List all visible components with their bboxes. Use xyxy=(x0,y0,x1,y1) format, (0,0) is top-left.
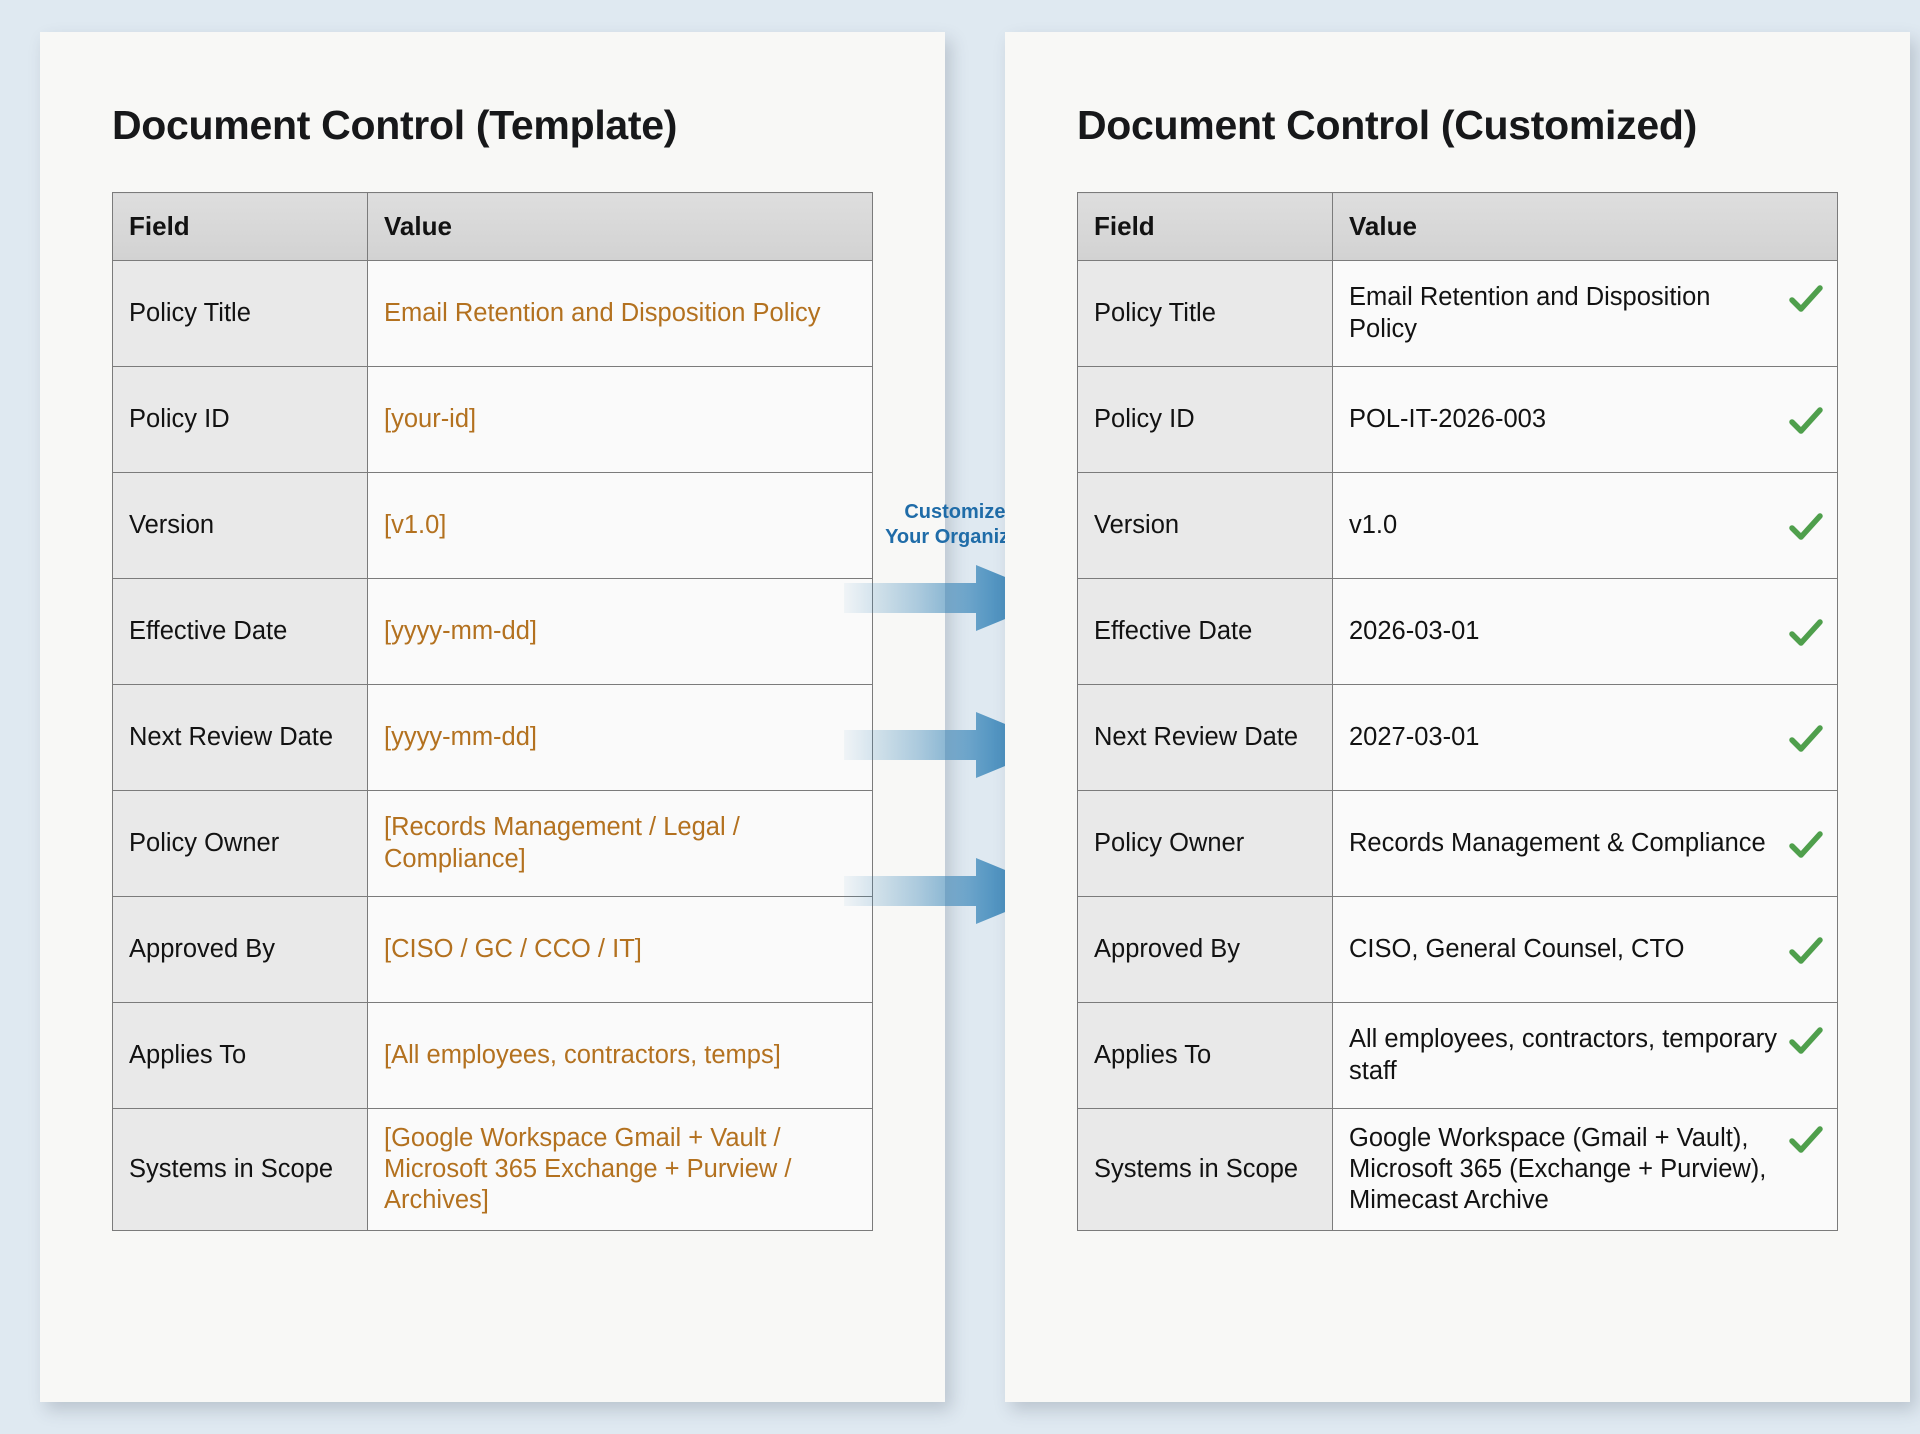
check-icon xyxy=(1789,1027,1823,1055)
cell-field: Applies To xyxy=(112,1002,368,1109)
cell-value: [yyyy-mm-dd] xyxy=(367,684,873,791)
cell-value: [Records Management / Legal / Compliance… xyxy=(367,790,873,897)
page-title-template: Document Control (Template) xyxy=(112,102,678,148)
table-row: Next Review Date [yyyy-mm-dd] xyxy=(112,684,873,791)
check-icon xyxy=(1789,406,1823,434)
cell-field: Next Review Date xyxy=(112,684,368,791)
placeholder-value: [your-id] xyxy=(384,404,477,433)
cell-field: Policy Title xyxy=(1077,260,1333,367)
table-row: Policy Owner Records Management & Complia… xyxy=(1077,790,1838,897)
table-body: Policy Title Email Retention and Disposit… xyxy=(112,260,873,1232)
template-card: Document Control (Template) Field Value … xyxy=(40,32,945,1402)
placeholder-value: [CISO / GC / CCO / IT] xyxy=(384,934,642,963)
table-row: Approved By [CISO / GC / CCO / IT] xyxy=(112,896,873,1003)
cell-value: [your-id] xyxy=(367,366,873,473)
cell-value: Records Management & Compliance xyxy=(1332,790,1838,897)
cell-value: 2027-03-01 xyxy=(1332,684,1838,791)
table-row: Policy ID [your-id] xyxy=(112,366,873,473)
table-row: Effective Date [yyyy-mm-dd] xyxy=(112,578,873,685)
placeholder-value: [All employees, contractors, temps] xyxy=(384,1040,781,1069)
value-text: Google Workspace (Gmail + Vault), Micros… xyxy=(1349,1124,1767,1215)
page-title-customized: Document Control (Customized) xyxy=(1077,102,1697,148)
document-control-customized-table: Field Value Policy Title Email Retention … xyxy=(1077,192,1838,1232)
table-row: Policy Title Email Retention and Disposit… xyxy=(1077,260,1838,367)
check-icon xyxy=(1789,512,1823,540)
table-header-row: Field Value xyxy=(1077,192,1838,261)
check-icon xyxy=(1789,1126,1823,1153)
cell-field: Policy ID xyxy=(1077,366,1333,473)
cell-field: Version xyxy=(112,472,368,579)
cell-value: Email Retention and Disposition Policy xyxy=(367,260,873,367)
cell-value: Email Retention and Disposition Policy xyxy=(1332,260,1838,367)
cell-value: Google Workspace (Gmail + Vault), Micros… xyxy=(1332,1107,1838,1232)
check-icon xyxy=(1789,618,1823,646)
cell-field: Effective Date xyxy=(1077,578,1333,685)
cell-field: Approved By xyxy=(1077,896,1333,1003)
table-row: Applies To All employees, contractors, te… xyxy=(1077,1002,1838,1109)
table-row: Version v1.0 xyxy=(1077,472,1838,579)
cell-value: [Google Workspace Gmail + Vault / Micros… xyxy=(367,1107,873,1232)
value-text: CISO, General Counsel, CTO xyxy=(1349,934,1685,963)
customized-card: Document Control (Customized) Field Valu… xyxy=(1005,32,1910,1402)
cell-field: Systems in Scope xyxy=(1077,1107,1333,1232)
cell-field: Policy Owner xyxy=(112,790,368,897)
column-header-value: Value xyxy=(1332,192,1838,261)
cell-field: Next Review Date xyxy=(1077,684,1333,791)
table-body: Policy Title Email Retention and Disposit… xyxy=(1077,260,1838,1232)
cell-field: Policy Title xyxy=(112,260,368,367)
check-icon xyxy=(1789,936,1823,964)
placeholder-value: [yyyy-mm-dd] xyxy=(384,722,537,751)
cell-value: [CISO / GC / CCO / IT] xyxy=(367,896,873,1003)
column-header-field: Field xyxy=(112,192,368,261)
cell-field: Applies To xyxy=(1077,1002,1333,1109)
table-row: Policy Title Email Retention and Disposit… xyxy=(112,260,873,367)
column-header-value: Value xyxy=(367,192,873,261)
cell-value: [All employees, contractors, temps] xyxy=(367,1002,873,1109)
value-text: v1.0 xyxy=(1349,510,1398,539)
table-row: Policy Owner [Records Management / Legal … xyxy=(112,790,873,897)
value-text: POL-IT-2026-003 xyxy=(1349,404,1547,433)
table-row: Effective Date 2026-03-01 xyxy=(1077,578,1838,685)
placeholder-value: [v1.0] xyxy=(384,510,447,539)
value-text: Email Retention and Disposition Policy xyxy=(1349,283,1711,343)
check-icon xyxy=(1789,724,1823,752)
table-row: Applies To [All employees, contractors, t… xyxy=(112,1002,873,1109)
value-text: 2026-03-01 xyxy=(1349,616,1480,645)
cell-field: Policy ID xyxy=(112,366,368,473)
cell-field: Version xyxy=(1077,472,1333,579)
cell-value: 2026-03-01 xyxy=(1332,578,1838,685)
cell-value: All employees, contractors, temporary st… xyxy=(1332,1002,1838,1109)
cell-value: [yyyy-mm-dd] xyxy=(367,578,873,685)
placeholder-value: Email Retention and Disposition Policy xyxy=(384,298,821,327)
cell-field: Effective Date xyxy=(112,578,368,685)
check-icon xyxy=(1789,285,1823,313)
placeholder-value: [Records Management / Legal / Compliance… xyxy=(384,813,740,873)
table-row: Version [v1.0] xyxy=(112,472,873,579)
cell-value: POL-IT-2026-003 xyxy=(1332,366,1838,473)
document-control-template-table: Field Value Policy Title Email Retention … xyxy=(112,192,873,1232)
table-header-row: Field Value xyxy=(112,192,873,261)
value-text: Records Management & Compliance xyxy=(1349,828,1766,857)
table-row: Policy ID POL-IT-2026-003 xyxy=(1077,366,1838,473)
cell-field: Policy Owner xyxy=(1077,790,1333,897)
table-row: Systems in Scope[Google Workspace Gmail … xyxy=(112,1107,873,1232)
value-text: 2027-03-01 xyxy=(1349,722,1480,751)
cell-value: CISO, General Counsel, CTO xyxy=(1332,896,1838,1003)
placeholder-value: [yyyy-mm-dd] xyxy=(384,616,537,645)
value-text: All employees, contractors, temporary st… xyxy=(1349,1025,1777,1085)
cell-value: v1.0 xyxy=(1332,472,1838,579)
column-header-field: Field xyxy=(1077,192,1333,261)
check-icon xyxy=(1789,830,1823,858)
table-row: Next Review Date 2027-03-01 xyxy=(1077,684,1838,791)
table-row: Approved By CISO, General Counsel, CTO xyxy=(1077,896,1838,1003)
placeholder-value: [Google Workspace Gmail + Vault / Micros… xyxy=(384,1124,792,1215)
cell-value: [v1.0] xyxy=(367,472,873,579)
cell-field: Approved By xyxy=(112,896,368,1003)
cell-field: Systems in Scope xyxy=(112,1107,368,1232)
